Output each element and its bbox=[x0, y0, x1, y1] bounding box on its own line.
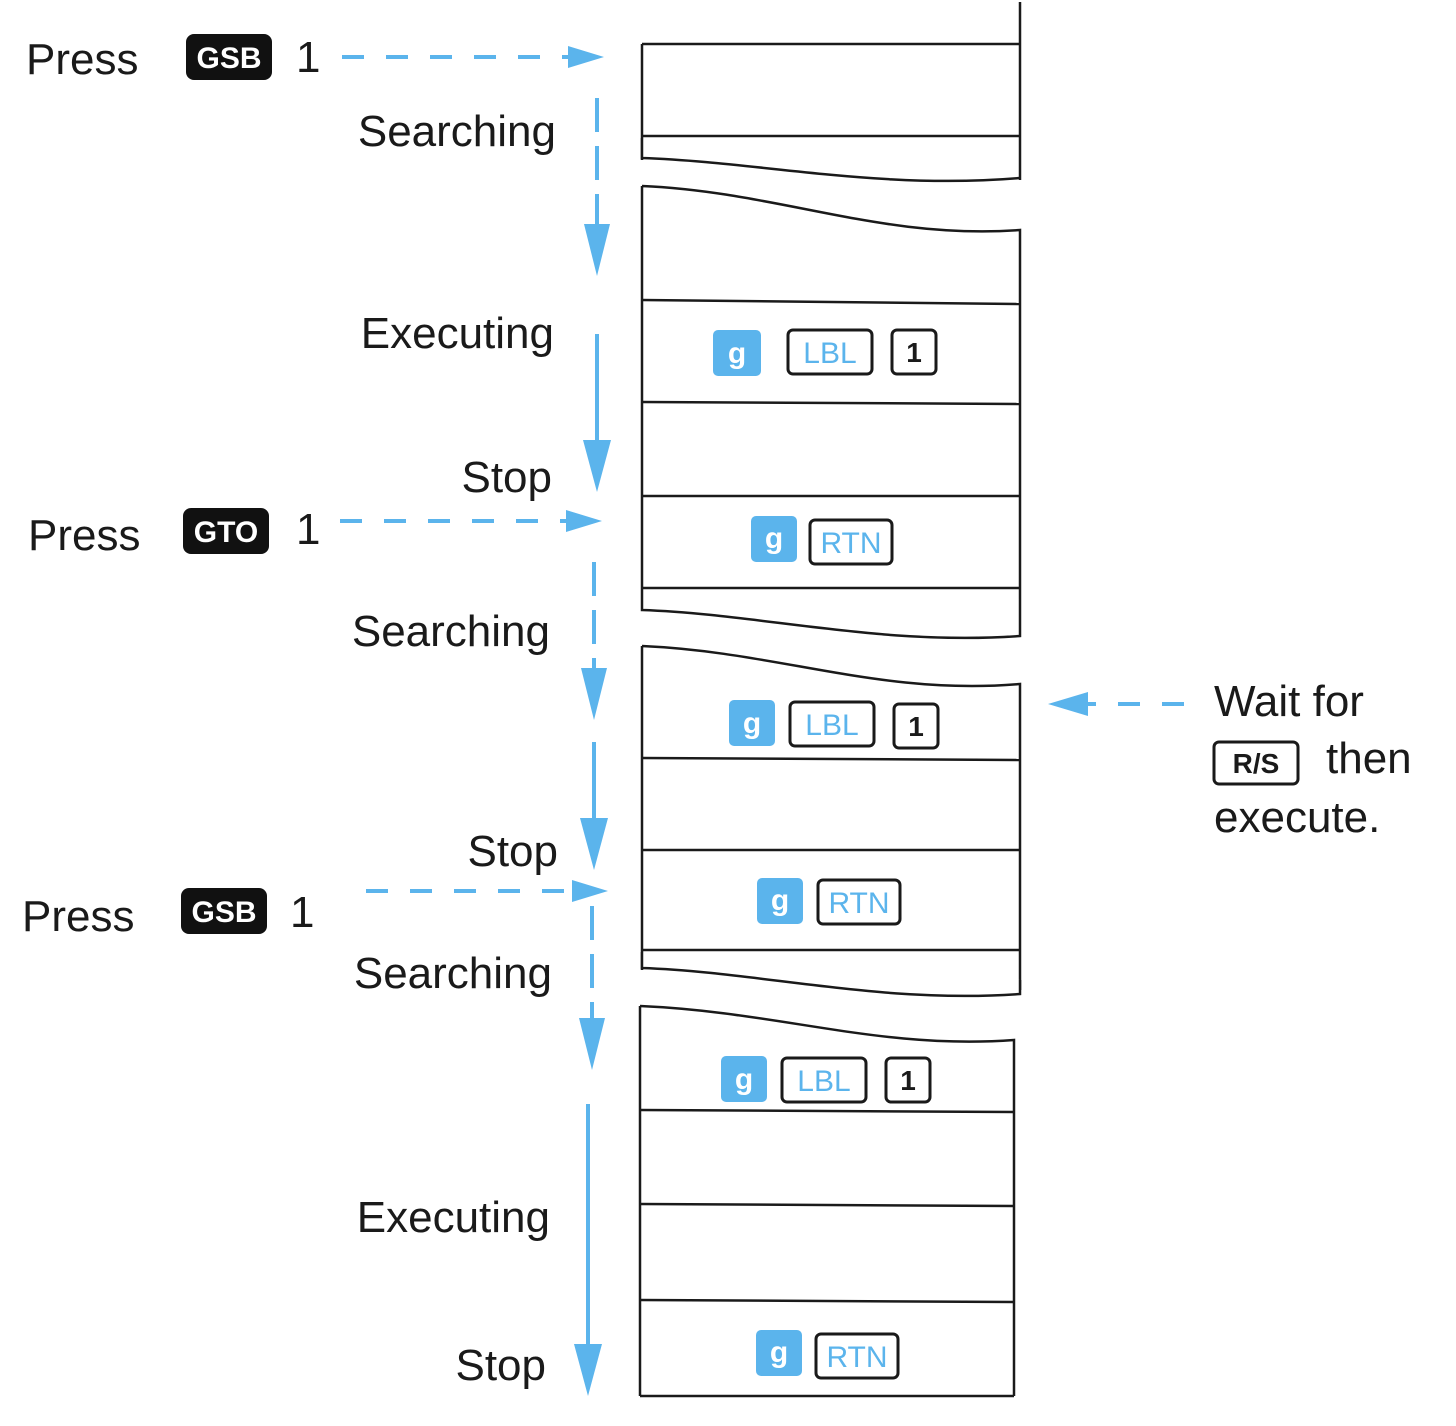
lbl-key-icon bbox=[786, 328, 874, 376]
lbl-key-label: LBL bbox=[803, 337, 856, 370]
phase-executing: Executing bbox=[357, 1193, 550, 1242]
lbl-key-label: LBL bbox=[797, 1065, 850, 1098]
phase-stop: Stop bbox=[467, 827, 558, 876]
g-key-label: g bbox=[728, 337, 746, 370]
flow-arrows bbox=[340, 46, 1184, 1396]
gsb-key-icon bbox=[181, 888, 267, 934]
arrow-down-icon bbox=[579, 1018, 605, 1070]
step-line bbox=[639, 1202, 1015, 1208]
rs-key-label: R/S bbox=[1233, 748, 1280, 779]
arrow-right-icon bbox=[566, 510, 602, 532]
gto-key-icon bbox=[183, 508, 269, 554]
note-line-2: execute. bbox=[1214, 793, 1380, 842]
phase-stop: Stop bbox=[455, 1341, 546, 1390]
rtn-key-icon bbox=[816, 878, 902, 926]
phase-searching: Searching bbox=[354, 949, 552, 998]
g-key-icon bbox=[756, 1330, 802, 1376]
step-g-rtn-b: g RTN bbox=[757, 878, 902, 926]
rtn-key-label: RTN bbox=[826, 1341, 887, 1374]
gto-key-label: GTO bbox=[194, 516, 258, 549]
program-memory-column bbox=[638, 2, 1022, 1398]
wait-for-rs-note: Wait for R/S then execute. bbox=[1212, 677, 1412, 842]
press-arg: 1 bbox=[296, 33, 320, 82]
press-gsb-1-second: Press GSB 1 bbox=[22, 888, 314, 941]
one-key-icon bbox=[884, 1056, 932, 1104]
g-key-label: g bbox=[765, 522, 783, 555]
gsb-key-label: GSB bbox=[191, 896, 256, 929]
arrow-right-icon bbox=[568, 46, 604, 68]
press-label: Press bbox=[26, 35, 138, 84]
step-line bbox=[641, 400, 1021, 406]
step-g-rtn-c: g RTN bbox=[756, 1330, 900, 1380]
step-g-lbl-1-c: g LBL 1 bbox=[721, 1056, 932, 1104]
step-line bbox=[639, 1108, 1015, 1114]
press-gto-1: Press GTO 1 bbox=[28, 505, 320, 560]
g-key-icon bbox=[757, 878, 803, 924]
rtn-key-label: RTN bbox=[828, 887, 889, 920]
g-key-icon bbox=[751, 516, 797, 562]
g-key-icon bbox=[729, 700, 775, 746]
g-key-label: g bbox=[743, 707, 761, 740]
step-g-lbl-1-a: g LBL 1 bbox=[713, 328, 938, 376]
arrow-down-icon bbox=[574, 1344, 602, 1396]
phase-searching: Searching bbox=[352, 607, 550, 656]
rtn-key-label: RTN bbox=[820, 527, 881, 560]
press-label: Press bbox=[22, 892, 134, 941]
tear-edge bbox=[640, 138, 1021, 183]
g-key-icon bbox=[713, 330, 761, 376]
arrow-left-icon bbox=[1048, 692, 1088, 716]
note-line-1: Wait for bbox=[1214, 677, 1364, 726]
tear-edge bbox=[640, 590, 1022, 640]
step-line bbox=[641, 298, 1021, 306]
step-g-rtn-a: g RTN bbox=[751, 516, 894, 566]
step-line bbox=[641, 756, 1021, 762]
phase-stop: Stop bbox=[461, 453, 552, 502]
lbl-key-icon bbox=[788, 700, 876, 748]
one-key-icon bbox=[892, 702, 940, 750]
lbl-key-label: LBL bbox=[805, 709, 858, 742]
tear-edge bbox=[640, 644, 1022, 990]
arrow-right-icon bbox=[572, 880, 608, 902]
rtn-key-icon bbox=[808, 518, 894, 566]
note-then: then bbox=[1326, 734, 1412, 783]
rtn-key-icon bbox=[814, 1332, 900, 1380]
g-key-label: g bbox=[771, 884, 789, 917]
step-line bbox=[639, 1298, 1015, 1304]
phase-executing: Executing bbox=[361, 309, 554, 358]
gsb-key-icon bbox=[186, 34, 272, 80]
arrow-down-icon bbox=[580, 818, 608, 870]
press-gsb-1-first: Press GSB 1 bbox=[26, 33, 320, 84]
rs-key-icon bbox=[1212, 740, 1300, 786]
lbl-key-icon bbox=[780, 1056, 868, 1104]
press-arg: 1 bbox=[290, 888, 314, 937]
phase-searching: Searching bbox=[358, 107, 556, 156]
arrow-down-icon bbox=[583, 440, 611, 492]
arrow-down-icon bbox=[581, 668, 607, 720]
step-g-lbl-1-b: g LBL 1 bbox=[729, 700, 940, 750]
one-key-icon bbox=[890, 328, 938, 376]
press-arg: 1 bbox=[296, 505, 320, 554]
gsb-key-label: GSB bbox=[196, 42, 261, 75]
one-key-label: 1 bbox=[900, 1065, 916, 1096]
press-label: Press bbox=[28, 511, 140, 560]
one-key-label: 1 bbox=[908, 711, 924, 742]
arrow-down-icon bbox=[584, 224, 610, 276]
g-key-icon bbox=[721, 1056, 767, 1102]
one-key-label: 1 bbox=[906, 337, 922, 368]
g-key-label: g bbox=[735, 1063, 753, 1096]
tear-edge bbox=[640, 952, 1022, 998]
g-key-label: g bbox=[770, 1336, 788, 1369]
